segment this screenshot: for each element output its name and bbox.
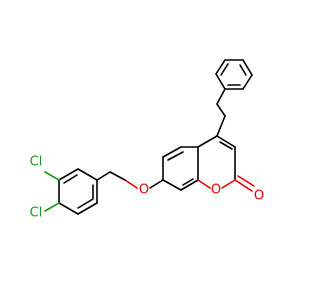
coumarin-pyranone-ring (197, 115, 255, 192)
bond (109, 171, 126, 181)
bond (167, 151, 184, 161)
bond (219, 141, 233, 150)
ether-oxygen-label: O (139, 183, 149, 198)
bond (44, 202, 60, 212)
bond (197, 179, 211, 189)
bond (77, 198, 94, 209)
bond (216, 88, 226, 105)
bond (63, 174, 78, 184)
bond (197, 135, 218, 148)
bond (215, 59, 226, 75)
bond (182, 178, 194, 186)
bond (234, 179, 253, 192)
bond (77, 202, 98, 215)
bond (96, 171, 111, 181)
chlorine-bottom-label: Cl (30, 206, 43, 221)
bond (180, 179, 199, 191)
structure-canvas: O O O Cl Cl (29, 59, 265, 221)
bond (149, 179, 164, 189)
carbonyl-oxygen-label: O (254, 189, 264, 204)
bond (242, 59, 253, 76)
bond (220, 63, 229, 76)
bond (215, 73, 226, 90)
bond (221, 179, 236, 189)
bond (77, 168, 98, 181)
bond (58, 202, 79, 215)
molecule-drawing: O O O Cl Cl (30, 59, 264, 221)
ring-oxygen-label: O (211, 183, 221, 198)
coumarin-benzo-ring (162, 146, 199, 191)
chlorine-top-label: Cl (30, 155, 43, 170)
bond (216, 103, 226, 117)
dichlorophenyl-ring (44, 168, 98, 215)
bond (237, 175, 255, 187)
bond (239, 64, 247, 76)
phenyl-ring (215, 59, 253, 117)
bond (58, 168, 79, 181)
benzyl-ether-linkage (96, 171, 164, 189)
bond (124, 179, 138, 189)
bond (216, 135, 236, 148)
bond (162, 146, 182, 158)
bond (44, 171, 60, 181)
bond (242, 74, 253, 90)
bond (162, 179, 182, 191)
bond (216, 115, 226, 137)
